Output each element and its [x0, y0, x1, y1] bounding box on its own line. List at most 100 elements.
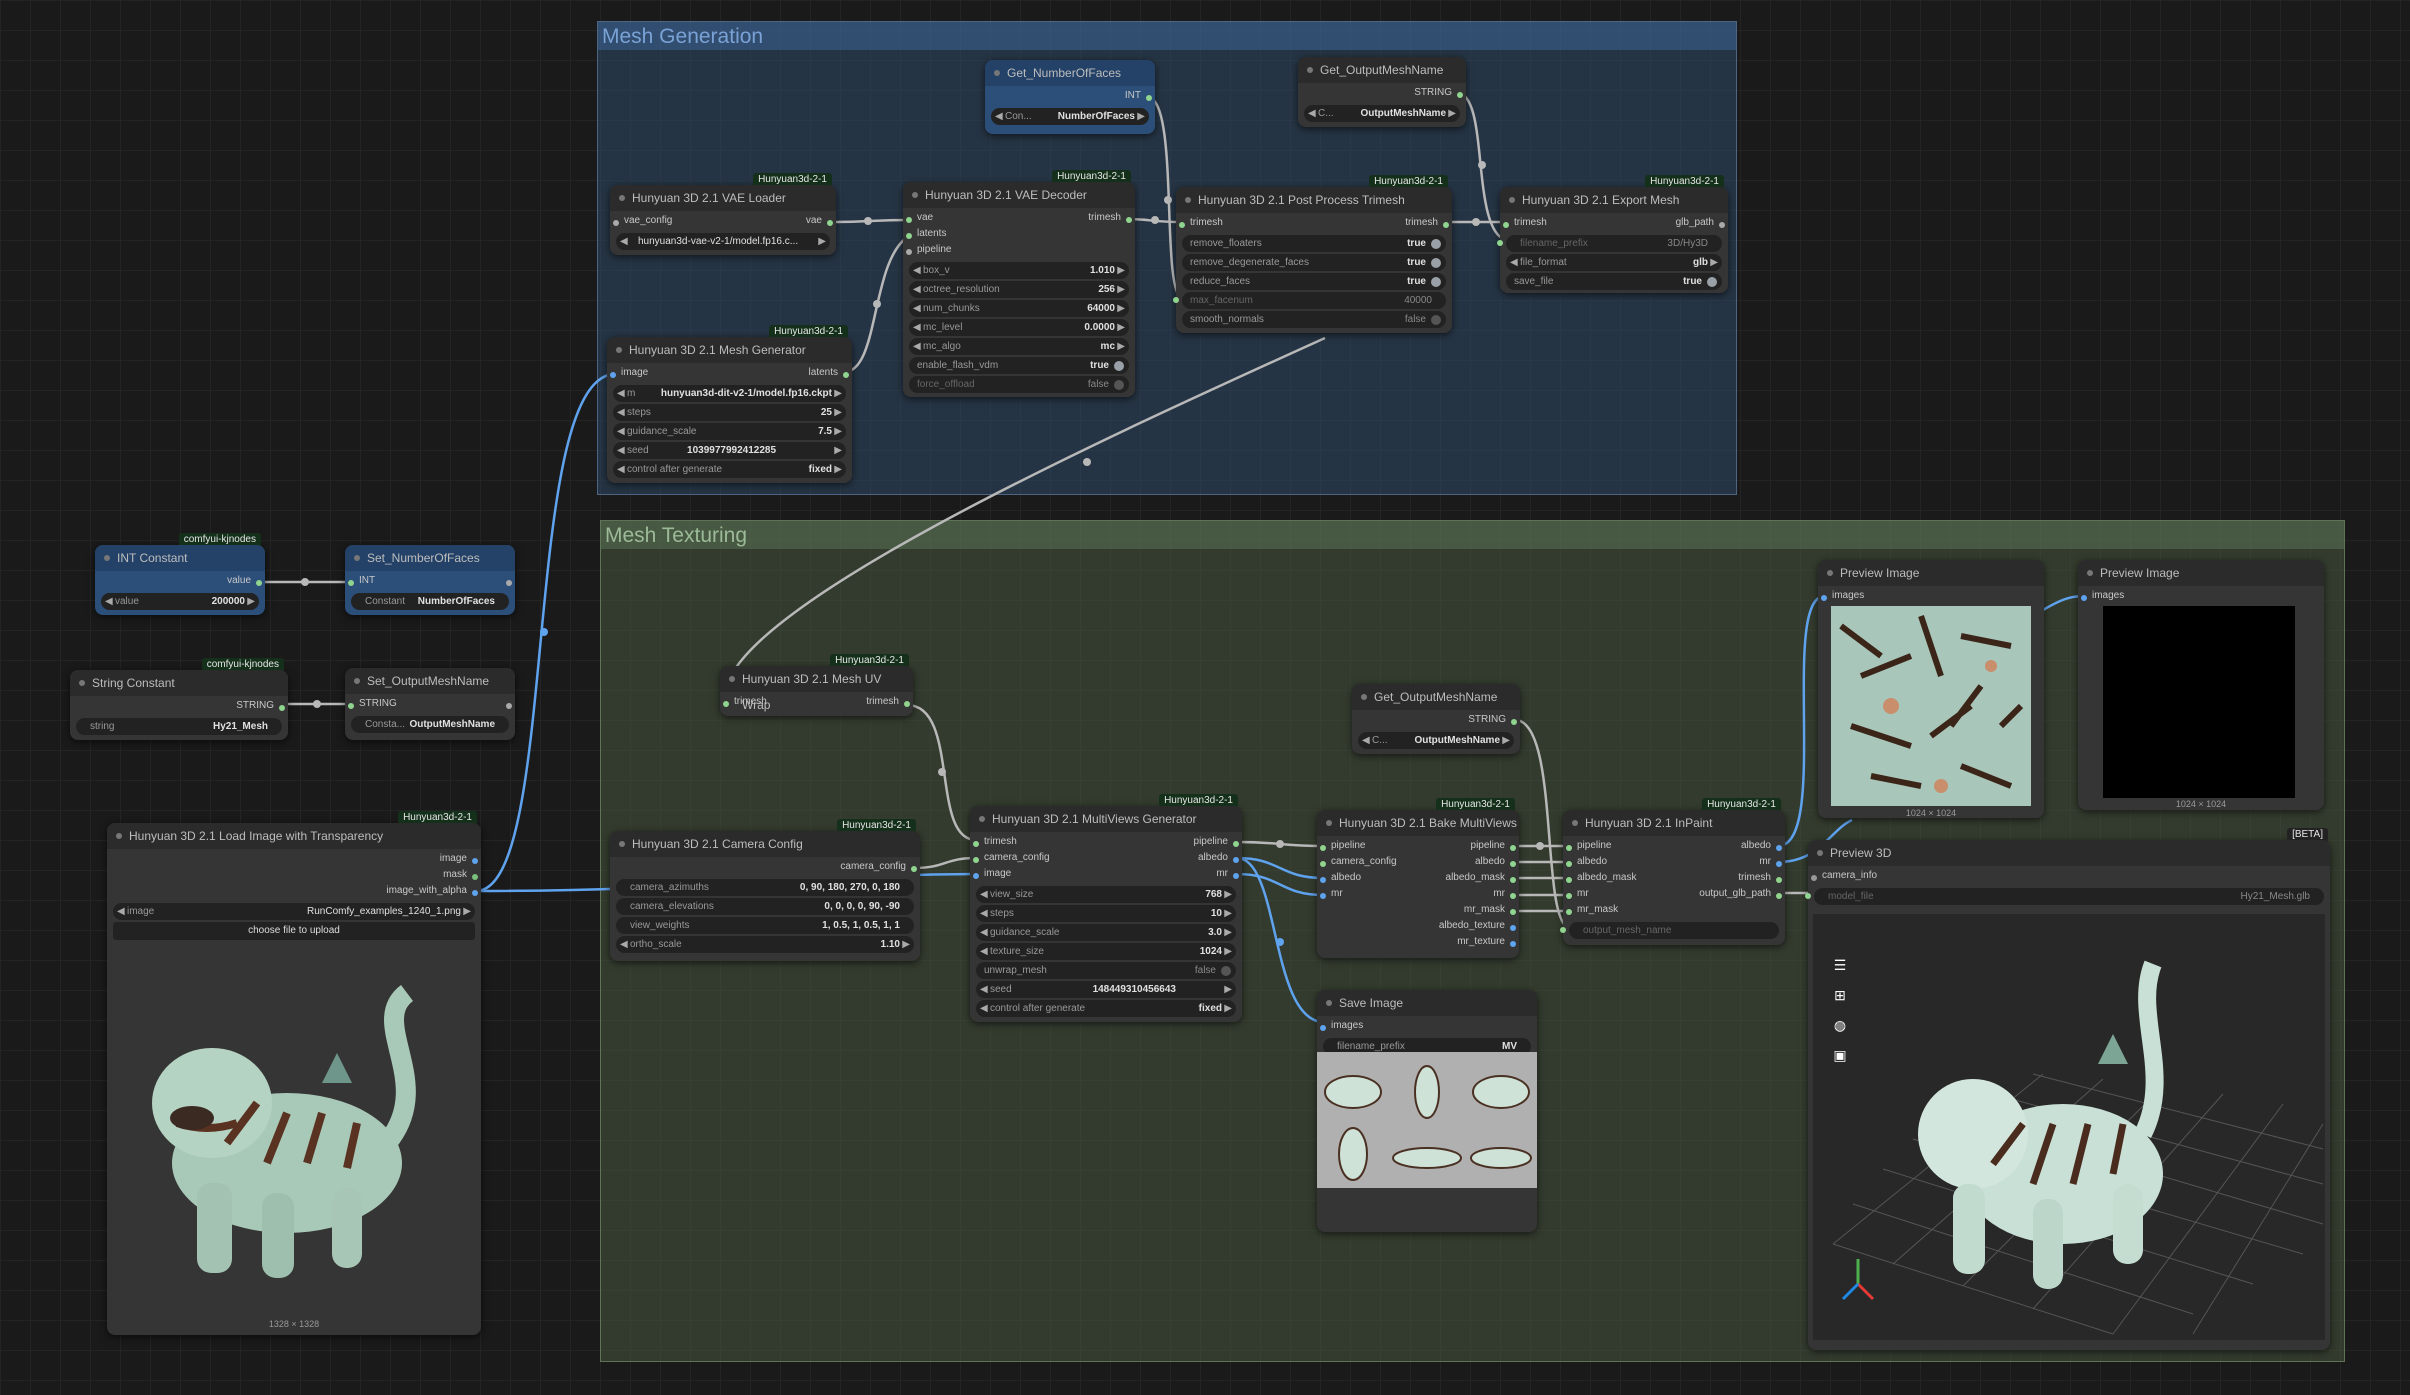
node-export-mesh[interactable]: Hunyuan3d-2-1 Hunyuan 3D 2.1 Export Mesh…	[1497, 175, 1728, 293]
node-camera-config[interactable]: Hunyuan3d-2-1 Hunyuan 3D 2.1 Camera Conf…	[610, 819, 920, 961]
constant-widget[interactable]: ◀C...OutputMeshName▶	[1358, 732, 1514, 749]
node-title[interactable]: Set_NumberOfFaces	[345, 545, 515, 571]
node-title[interactable]: Hunyuan 3D 2.1 InPaint	[1563, 810, 1785, 836]
group-title[interactable]: Mesh Texturing	[601, 521, 2344, 549]
output-slot[interactable]	[1510, 893, 1516, 899]
output-slot[interactable]	[1510, 861, 1516, 867]
image-icon[interactable]: ▣	[1833, 1047, 1847, 1063]
node-preview-image-2[interactable]: Preview Image images 1024 × 1024	[2078, 560, 2324, 810]
node-title[interactable]: Hunyuan 3D 2.1 MultiViews Generator	[970, 806, 1242, 832]
node-mesh-generator[interactable]: Hunyuan3d-2-1 Hunyuan 3D 2.1 Mesh Genera…	[607, 325, 852, 483]
node-title[interactable]: Hunyuan 3D 2.1 VAE Decoder	[903, 182, 1135, 208]
input-slot[interactable]	[1821, 595, 1827, 601]
3d-viewport[interactable]: ☰ ⊞ ◍ ▣	[1813, 914, 2325, 1340]
node-mesh-uv-wrap[interactable]: Hunyuan3d-2-1 Hunyuan 3D 2.1 Mesh UV Wra…	[720, 654, 913, 716]
node-title[interactable]: Get_OutputMeshName	[1298, 57, 1466, 83]
input-slot[interactable]	[1566, 877, 1572, 883]
node-title[interactable]: Hunyuan 3D 2.1 Mesh UV Wrap	[720, 666, 913, 712]
node-load-image[interactable]: Hunyuan3d-2-1 Hunyuan 3D 2.1 Load Image …	[107, 811, 481, 1335]
node-title[interactable]: Set_OutputMeshName	[345, 668, 515, 694]
input-slot[interactable]	[348, 703, 354, 709]
grid-icon[interactable]: ⊞	[1834, 987, 1846, 1003]
node-title[interactable]: Hunyuan 3D 2.1 Bake MultiViews	[1317, 810, 1519, 836]
input-slot[interactable]	[1560, 927, 1566, 933]
output-slot[interactable]	[1776, 893, 1782, 899]
input-slot[interactable]	[973, 841, 979, 847]
input-slot[interactable]	[348, 580, 354, 586]
output-slot[interactable]	[1776, 861, 1782, 867]
output-slot[interactable]	[1510, 845, 1516, 851]
model-select[interactable]: ◀hunyuan3d-vae-v2-1/model.fp16.c...▶	[616, 233, 830, 250]
output-slot[interactable]	[472, 890, 478, 896]
input-slot[interactable]	[1566, 909, 1572, 915]
node-get-output-mesh-name-2[interactable]: Get_OutputMeshName STRING ◀C...OutputMes…	[1352, 684, 1520, 754]
node-string-constant[interactable]: comfyui-kjnodes String Constant STRING s…	[70, 658, 288, 740]
output-slot[interactable]	[1146, 95, 1152, 101]
output-slot[interactable]	[904, 701, 910, 707]
output-slot[interactable]	[1719, 222, 1725, 228]
input-slot[interactable]	[906, 217, 912, 223]
input-slot[interactable]	[613, 220, 619, 226]
node-title[interactable]: Hunyuan 3D 2.1 Mesh Generator	[607, 337, 852, 363]
node-multiviews-generator[interactable]: Hunyuan3d-2-1 Hunyuan 3D 2.1 MultiViews …	[970, 794, 1242, 1022]
node-title[interactable]: Preview Image	[1818, 560, 2044, 586]
menu-icon[interactable]: ☰	[1833, 957, 1847, 973]
input-slot[interactable]	[1320, 893, 1326, 899]
node-int-constant[interactable]: comfyui-kjnodes INT Constant value ◀valu…	[95, 533, 265, 615]
node-post-process-trimesh[interactable]: Hunyuan3d-2-1 Hunyuan 3D 2.1 Post Proces…	[1173, 175, 1452, 333]
node-set-output-mesh-name[interactable]: Set_OutputMeshName STRING Consta...Outpu…	[345, 668, 515, 740]
node-vae-loader[interactable]: Hunyuan3d-2-1 Hunyuan 3D 2.1 VAE Loader …	[610, 173, 836, 255]
group-title[interactable]: Mesh Generation	[598, 22, 1736, 50]
node-vae-decoder[interactable]: Hunyuan3d-2-1 Hunyuan 3D 2.1 VAE Decoder…	[903, 170, 1135, 397]
input-slot[interactable]	[1173, 297, 1179, 303]
output-slot[interactable]	[279, 705, 285, 711]
node-title[interactable]: Hunyuan 3D 2.1 Load Image with Transpare…	[107, 823, 481, 849]
output-slot[interactable]	[1457, 92, 1463, 98]
input-slot[interactable]	[1566, 845, 1572, 851]
node-preview-3d[interactable]: [BETA] Preview 3D camera_info model_file…	[1805, 828, 2330, 1350]
input-slot[interactable]	[1566, 893, 1572, 899]
input-slot[interactable]	[1320, 877, 1326, 883]
input-slot[interactable]	[1497, 240, 1503, 246]
output-slot[interactable]	[843, 372, 849, 378]
node-get-number-of-faces[interactable]: Get_NumberOfFaces INT ◀Con...NumberOfFac…	[985, 60, 1155, 134]
output-slot[interactable]	[506, 580, 512, 586]
output-slot[interactable]	[911, 866, 917, 872]
output-slot[interactable]	[256, 580, 262, 586]
input-slot[interactable]	[973, 857, 979, 863]
node-bake-multiviews[interactable]: Hunyuan3d-2-1 Hunyuan 3D 2.1 Bake MultiV…	[1317, 798, 1519, 958]
input-slot[interactable]	[1811, 875, 1817, 881]
input-slot[interactable]	[1179, 222, 1185, 228]
output-slot[interactable]	[1510, 877, 1516, 883]
input-slot[interactable]	[1320, 845, 1326, 851]
output-slot[interactable]	[472, 874, 478, 880]
output-slot[interactable]	[1233, 857, 1239, 863]
node-title[interactable]: INT Constant	[95, 545, 265, 571]
node-title[interactable]: Hunyuan 3D 2.1 Camera Config	[610, 831, 920, 857]
output-slot[interactable]	[1233, 841, 1239, 847]
output-slot[interactable]	[1510, 925, 1516, 931]
node-preview-image-1[interactable]: Preview Image images 1024 × 1024	[1818, 560, 2044, 818]
